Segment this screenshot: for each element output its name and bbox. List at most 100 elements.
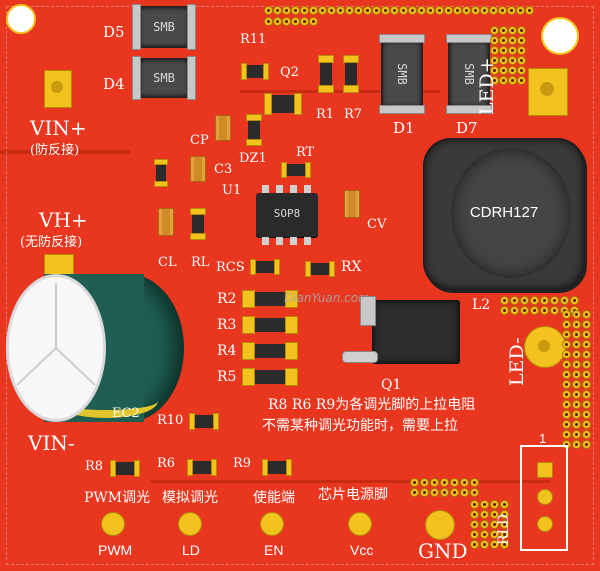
- via: [570, 296, 579, 305]
- via: [500, 296, 509, 305]
- capacitor-cp: [215, 115, 231, 141]
- label-r5: R5: [217, 369, 237, 385]
- pwm-description: PWM调光: [84, 490, 151, 506]
- ld-pad: [178, 512, 202, 536]
- label-r3: R3: [217, 317, 237, 333]
- via: [562, 400, 571, 409]
- label-d5: D5: [103, 23, 125, 41]
- via: [318, 6, 327, 15]
- header-pin: [537, 462, 553, 478]
- via: [490, 530, 499, 539]
- label-rt: RT: [296, 145, 315, 160]
- via: [470, 500, 479, 509]
- via: [450, 488, 459, 497]
- label-r1: R1: [316, 107, 335, 122]
- diode-package-label: SMB: [153, 20, 175, 34]
- via: [430, 478, 439, 487]
- via: [517, 36, 526, 45]
- via: [480, 500, 489, 509]
- label-rld: RLD: [496, 513, 512, 545]
- mosfet-q1-tab: [360, 296, 376, 326]
- via: [572, 350, 581, 359]
- copper-region: [150, 480, 550, 483]
- board-outline: [6, 6, 594, 565]
- ic-u1-marking: SOP8: [273, 207, 301, 220]
- via: [480, 540, 489, 549]
- enable-description: 使能端: [253, 490, 295, 506]
- via: [480, 6, 489, 15]
- resistor-r5: [242, 368, 298, 386]
- label-r2: R2: [217, 291, 237, 307]
- pin-label-en: EN: [264, 542, 284, 558]
- via: [453, 6, 462, 15]
- resistor-rx: [305, 261, 336, 277]
- led-plus-hole: [538, 80, 556, 98]
- label-rcs: RCS: [216, 260, 245, 275]
- diode-package-label: SMB: [462, 63, 476, 85]
- via: [508, 56, 517, 65]
- capacitor-ec2-top: [6, 274, 106, 422]
- via: [264, 6, 273, 15]
- mosfet-q1-lead: [342, 351, 378, 363]
- vcc-description: 芯片电源脚: [318, 487, 388, 503]
- via: [500, 520, 509, 529]
- resistor-r6: [187, 459, 218, 476]
- diode-d5: SMB: [132, 4, 196, 50]
- via: [420, 488, 429, 497]
- via: [500, 530, 509, 539]
- resistor-r10: [189, 413, 220, 430]
- via: [582, 320, 591, 329]
- via: [354, 6, 363, 15]
- via: [572, 400, 581, 409]
- via: [562, 430, 571, 439]
- diode-d4: SMB: [132, 56, 196, 100]
- via: [572, 340, 581, 349]
- via: [525, 6, 534, 15]
- via: [264, 17, 273, 26]
- capacitor-cl: [158, 208, 174, 236]
- label-r10: R10: [157, 413, 184, 428]
- label-dz1: DZ1: [239, 151, 267, 166]
- via: [572, 410, 581, 419]
- via: [562, 380, 571, 389]
- via: [508, 26, 517, 35]
- mounting-hole: [541, 17, 579, 55]
- label-r8: R8: [85, 459, 104, 474]
- via: [273, 17, 282, 26]
- resistor-r4: [242, 342, 298, 360]
- header-rld: [520, 445, 568, 551]
- resistor-r9: [262, 459, 293, 476]
- via: [471, 6, 480, 15]
- via: [520, 296, 529, 305]
- analog-description: 模拟调光: [162, 490, 218, 506]
- via: [510, 296, 519, 305]
- label-vh-plus-note: (无防反接): [20, 235, 83, 250]
- resistor-r2: [242, 290, 298, 308]
- via: [499, 26, 508, 35]
- via: [470, 510, 479, 519]
- capacitor-ec2: [4, 266, 188, 426]
- via: [363, 6, 372, 15]
- via: [499, 66, 508, 75]
- via: [500, 306, 509, 315]
- via: [499, 46, 508, 55]
- label-r6: R6: [157, 456, 176, 471]
- label-led-minus: LED-: [506, 337, 528, 387]
- via: [490, 500, 499, 509]
- via: [572, 420, 581, 429]
- via: [440, 478, 449, 487]
- inductor-marking: CDRH127: [469, 204, 539, 221]
- resistor-r3: [242, 316, 298, 334]
- via: [490, 36, 499, 45]
- copper-region: [0, 150, 130, 154]
- via: [540, 306, 549, 315]
- via: [490, 66, 499, 75]
- via: [517, 56, 526, 65]
- via: [572, 440, 581, 449]
- label-q1: Q1: [381, 377, 402, 393]
- via: [426, 6, 435, 15]
- gnd-pad: [425, 510, 455, 540]
- via: [417, 6, 426, 15]
- via: [499, 56, 508, 65]
- resistor-r11: [241, 63, 269, 80]
